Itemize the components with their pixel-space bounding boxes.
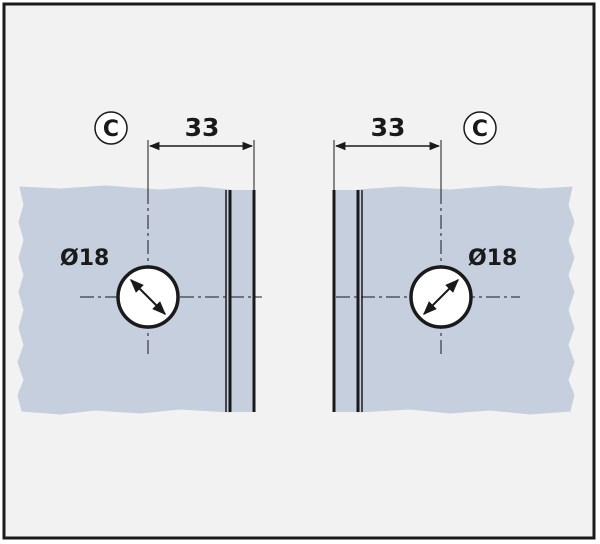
- left-glass-panel: Ø18 33 C: [17, 111, 262, 415]
- left-glass-edge: [230, 190, 254, 412]
- right-glass-panel: Ø18 33 C: [332, 111, 575, 415]
- left-diameter-label: Ø18: [60, 246, 109, 271]
- left-label-circle: [94, 111, 128, 145]
- left-label-text: C: [103, 117, 119, 142]
- right-label-text: C: [472, 117, 488, 142]
- right-dimension-value: 33: [371, 113, 406, 142]
- right-label-circle: [463, 111, 497, 145]
- left-dimension-value: 33: [185, 113, 220, 142]
- right-hole-diameter-arrow: [423, 279, 459, 315]
- left-hole-diameter-arrow: [130, 279, 166, 315]
- right-glass-edge: [334, 190, 358, 412]
- right-diameter-label: Ø18: [468, 246, 517, 271]
